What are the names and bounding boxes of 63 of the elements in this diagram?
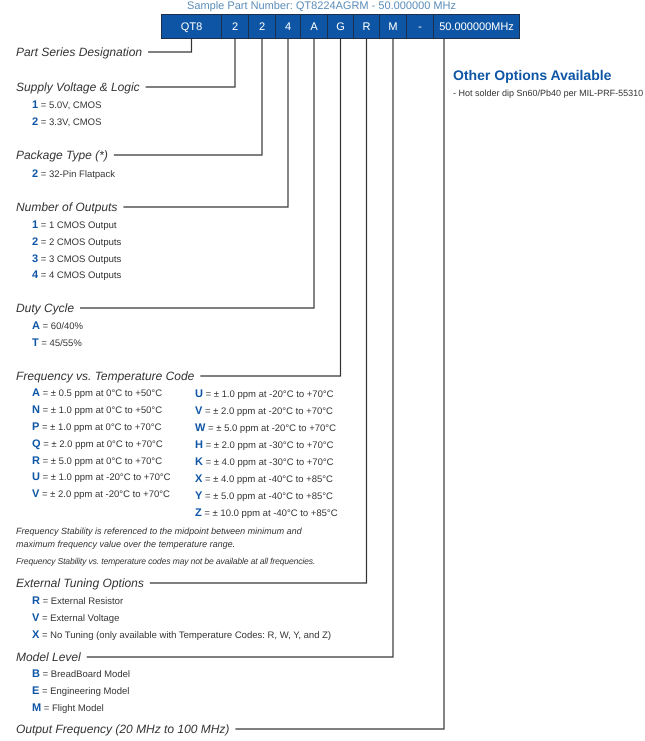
category-heading: Model Level — [16, 650, 81, 664]
code-cell: A — [300, 14, 328, 39]
option-text: Q = ± 2.0 ppm at 0°C to +70°C — [32, 438, 163, 451]
option-text: Z = ± 10.0 ppm at -40°C to +85°C — [195, 507, 338, 520]
code-cell: QT8 — [161, 14, 222, 39]
section-heading: Other Options Available — [453, 67, 612, 83]
option-text: K = ± 4.0 ppm at -30°C to +70°C — [195, 456, 334, 469]
code-cell: - — [406, 14, 434, 39]
code-cell: 2 — [221, 14, 249, 39]
leader-line — [114, 39, 263, 156]
leader-line — [235, 39, 445, 730]
option-text: X = ± 4.0 ppm at -40°C to +85°C — [195, 473, 333, 486]
leader-line — [148, 39, 192, 53]
option-text: U = ± 1.0 ppm at -20°C to +70°C — [195, 388, 334, 401]
leader-line — [123, 39, 289, 208]
code-cell: M — [379, 14, 407, 39]
option-text: 1 = 1 CMOS Output — [32, 219, 117, 232]
option-text: V = ± 2.0 ppm at -20°C to +70°C — [195, 405, 333, 418]
leader-line — [86, 39, 394, 658]
option-text: H = ± 2.0 ppm at -30°C to +70°C — [195, 439, 334, 452]
leader-line — [146, 39, 236, 88]
option-text: - Hot solder dip Sn60/Pb40 per MIL-PRF-55310 — [453, 88, 644, 98]
option-text: M = Flight Model — [32, 702, 104, 715]
leader-line — [80, 39, 315, 309]
option-text: Y = ± 5.0 ppm at -40°C to +85°C — [195, 490, 333, 503]
option-text: X = No Tuning (only available with Temperature Codes: R, W, Y, and Z) — [32, 629, 332, 642]
category-heading: Output Frequency (20 MHz to 100 MHz) — [16, 722, 230, 736]
code-cell: 2 — [248, 14, 276, 39]
code-cell: 50.000000MHz — [433, 14, 520, 39]
option-text: 4 = 4 CMOS Outputs — [32, 269, 122, 282]
option-text: V = ± 2.0 ppm at -20°C to +70°C — [32, 488, 170, 501]
note-text: Frequency Stability vs. temperature codes may not be available at all frequencies. — [16, 556, 316, 566]
category-heading: Number of Outputs — [16, 200, 118, 214]
leader-line — [150, 39, 368, 584]
category-heading: Duty Cycle — [16, 301, 74, 315]
option-text: W = ± 5.0 ppm at -20°C to +70°C — [195, 422, 336, 435]
option-text: 2 = 2 CMOS Outputs — [32, 236, 122, 249]
option-text: A = 60/40% — [32, 320, 83, 333]
option-text: 1 = 5.0V, CMOS — [32, 99, 102, 112]
category-heading: Supply Voltage & Logic — [16, 80, 140, 94]
option-text: A = ± 0.5 ppm at 0°C to +50°C — [32, 387, 162, 400]
option-text: P = ± 1.0 ppm at 0°C to +70°C — [32, 421, 162, 434]
option-text: R = External Resistor — [32, 595, 124, 608]
option-text: U = ± 1.0 ppm at -20°C to +70°C — [32, 471, 171, 484]
title-text: Sample Part Number: QT8224AGRM - 50.000000 MHz — [187, 0, 456, 12]
note-text: Frequency Stability is referenced to the midpoint between minimum and maximum frequency value over the temperature range. — [16, 525, 303, 551]
code-cell: G — [327, 14, 354, 39]
option-text: N = ± 1.0 ppm at 0°C to +50°C — [32, 404, 162, 417]
option-text: B = BreadBoard Model — [32, 668, 130, 681]
category-heading: Package Type (*) — [16, 148, 108, 162]
category-heading: External Tuning Options — [16, 576, 144, 590]
option-text: 2 = 3.3V, CMOS — [32, 116, 102, 129]
option-text: 3 = 3 CMOS Outputs — [32, 253, 122, 266]
option-text: T = 45/55% — [32, 337, 82, 350]
option-text: V = External Voltage — [32, 612, 120, 625]
code-cell: R — [353, 14, 380, 39]
option-text: R = ± 5.0 ppm at 0°C to +70°C — [32, 455, 162, 468]
category-heading: Frequency vs. Temperature Code — [16, 369, 194, 383]
option-text: 2 = 32-Pin Flatpack — [32, 168, 115, 181]
category-heading: Part Series Designation — [16, 45, 142, 59]
option-text: E = Engineering Model — [32, 685, 130, 698]
code-cell: 4 — [275, 14, 301, 39]
leader-line — [200, 39, 342, 377]
